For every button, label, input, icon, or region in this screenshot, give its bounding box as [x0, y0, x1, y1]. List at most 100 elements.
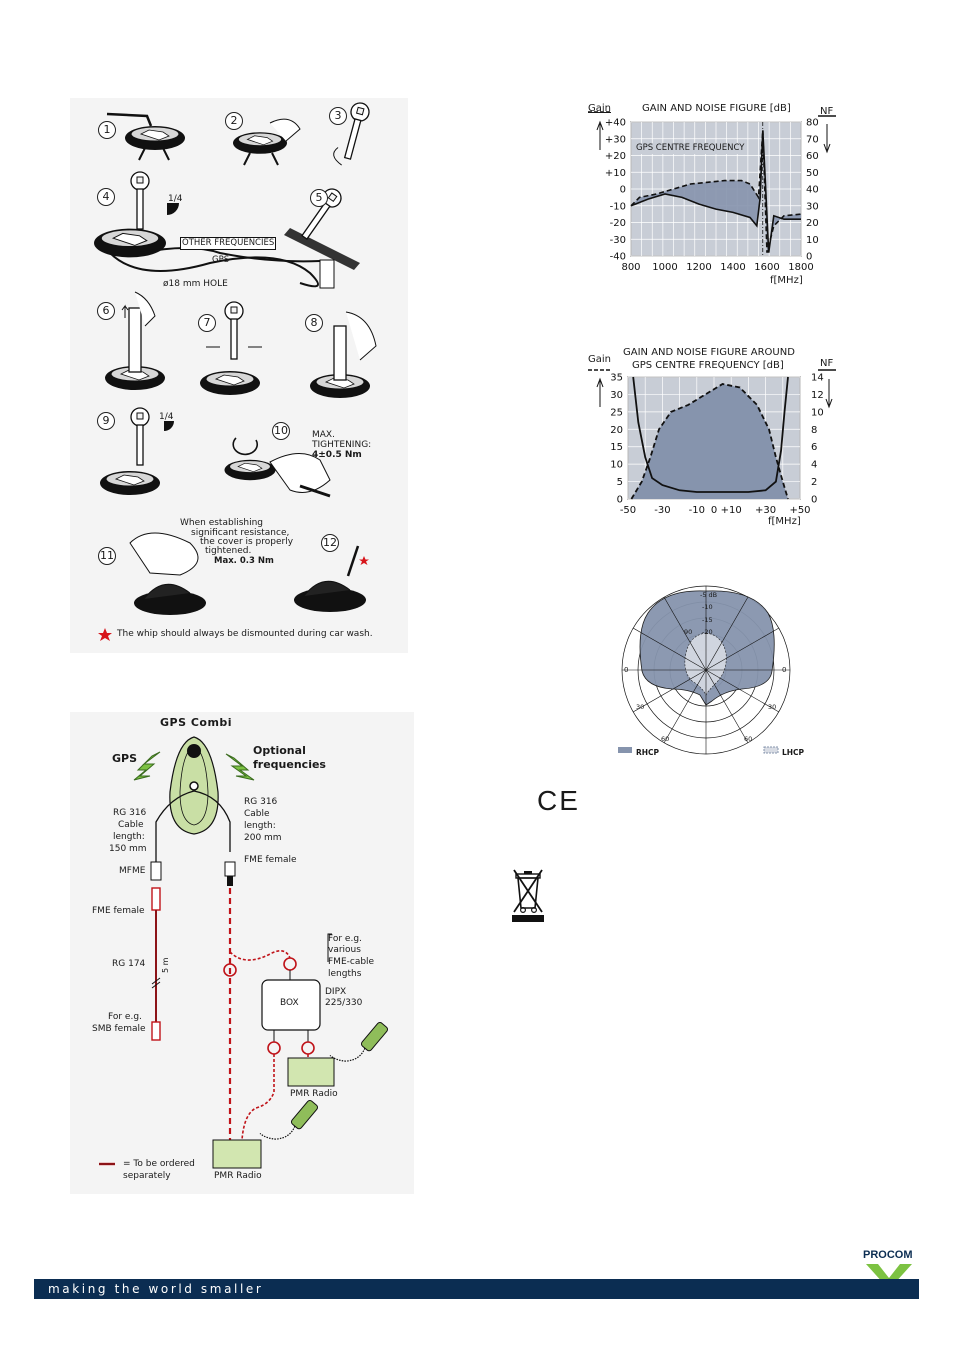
right-cable-label-3: length:: [244, 821, 276, 831]
max-tightening-line-2: TIGHTENING:: [312, 440, 372, 450]
chart1-band-fill: [631, 130, 801, 253]
chart2-x-tick: 0: [711, 505, 717, 516]
chart1-y-left-tick: -20: [610, 218, 626, 229]
chart1-y-right-tick: 0: [806, 252, 812, 263]
chart2-up-arrow-icon: [596, 377, 604, 407]
quarter-turn-label-b: 1/4: [159, 412, 174, 422]
chart2-series-gain: [630, 383, 789, 500]
installation-drawings: [93, 100, 377, 641]
chart2-y-right-tick: 0: [811, 495, 817, 506]
polar-angle-right: 0: [782, 666, 787, 674]
left-cable-label-3: length:: [113, 832, 145, 842]
polar-ring-15: -15: [702, 616, 713, 624]
chart2-x-tick: -10: [689, 505, 705, 516]
chart1-series-gain: [630, 130, 801, 253]
chart1-y-right-tick: 30: [806, 201, 819, 212]
dipx-label-2: 225/330: [325, 998, 363, 1008]
chart1-nf-label: NF: [820, 106, 834, 117]
smb-label-2: SMB female: [92, 1024, 146, 1034]
step-1-drawing: [106, 112, 186, 161]
chart2-y-left-tick: 25: [610, 407, 623, 418]
legend-rhcp: RHCP: [636, 748, 660, 757]
step-4-drawing: [93, 171, 321, 288]
chart2-gain-fill: [631, 384, 788, 499]
fme-female-right-label: FME female: [244, 855, 297, 865]
resistance-note-3: the cover is properly: [200, 537, 294, 547]
step-11-drawing: [129, 532, 206, 615]
polar-ring-20: -20: [702, 628, 713, 636]
eg-label-4: lengths: [328, 969, 362, 979]
polar-angle-30-left: 30: [636, 703, 645, 711]
pmr-radio-label-a: PMR Radio: [290, 1089, 338, 1099]
fme-female-left-label: FME female: [92, 906, 145, 916]
legend-label-1: = To be ordered: [123, 1159, 195, 1169]
step-number-11: 11: [98, 547, 116, 565]
resistance-note-5: Max. 0.3 Nm: [214, 556, 274, 566]
chart1-y-left-tick: +20: [605, 151, 626, 162]
step-12-drawing: [294, 545, 366, 612]
resistance-note-1: When establishing: [180, 518, 263, 528]
chart2-x-tick: -50: [620, 505, 636, 516]
step-number-12: 12: [321, 534, 339, 552]
chart2-x-tick: -30: [654, 505, 670, 516]
chart2-title-2: GPS CENTRE FREQUENCY [dB]: [632, 360, 784, 371]
dipx-label-1: DIPX: [325, 987, 347, 997]
ce-mark: CE: [537, 785, 580, 816]
chart1-title: GAIN AND NOISE FIGURE [dB]: [642, 103, 791, 114]
chart1-x-tick: 1800: [788, 262, 813, 273]
polar-spokes: [622, 586, 790, 754]
resistance-note-2: significant resistance,: [191, 528, 290, 538]
five-m-label: 5 m: [161, 957, 170, 973]
polar-ring-5db: -5 dB: [700, 591, 718, 599]
chart1-y-left-tick: -10: [610, 201, 626, 212]
eg-label-3: FME-cable: [328, 957, 375, 967]
right-cable-label-1: RG 316: [244, 797, 278, 807]
chart2-gain-label: Gain: [588, 354, 611, 365]
step-number-3: 3: [329, 107, 347, 125]
procom-logo-text: PROCOM: [863, 1249, 913, 1261]
gps-output-label: GPS: [112, 752, 138, 765]
footer-slogan: making the world smaller: [48, 1282, 264, 1296]
chart1-y-right-tick: 20: [806, 218, 819, 229]
chart2-y-left-tick: 0: [617, 495, 623, 506]
chart2-series-nf: [632, 376, 789, 493]
right-cable-label-4: 200 mm: [244, 833, 282, 843]
step-number-7: 7: [198, 314, 216, 332]
chart1-xlabel: f[MHz]: [770, 275, 803, 286]
chart1-y-right-tick: 40: [806, 185, 819, 196]
step-number-4: 4: [97, 188, 115, 206]
step-number-5: 5: [310, 189, 328, 207]
legend-lhcp: LHCP: [782, 748, 805, 757]
left-cable-label-1: RG 316: [113, 808, 147, 818]
chart1-y-right-tick: 10: [806, 235, 819, 246]
step-9-drawing: [99, 407, 174, 496]
handset-icon-b: [259, 1100, 319, 1140]
step-3-drawing: [333, 100, 372, 166]
optional-arrow-icon: [225, 753, 255, 781]
chart2-y-right-tick: 12: [811, 390, 824, 401]
chart1-y-right-tick: 60: [806, 151, 819, 162]
chart2-down-arrow-icon: [825, 379, 833, 409]
step-number-9: 9: [97, 412, 115, 430]
chart1-y-left-tick: +30: [605, 134, 626, 145]
chart1-x-tick: 1000: [652, 262, 677, 273]
chart1-up-arrow-icon: [596, 120, 604, 150]
gps-cable-label: GPS: [212, 255, 230, 265]
step-10-drawing: [224, 437, 331, 498]
right-cable-label-2: Cable: [244, 809, 270, 819]
chart1-y-left-tick: -40: [610, 252, 626, 263]
step-number-6: 6: [97, 302, 115, 320]
connection-panel: [70, 712, 414, 1194]
eg-label-2: various: [328, 945, 361, 955]
chart1-x-tick: 1600: [754, 262, 779, 273]
legend-label-2: separately: [123, 1171, 171, 1181]
step-8-drawing: [309, 311, 377, 399]
step-number-10: 10: [272, 422, 290, 440]
chart1-y-right-tick: 80: [806, 118, 819, 129]
polar-ring-10: -10: [702, 603, 713, 611]
pmr-radio-label-b: PMR Radio: [214, 1171, 262, 1181]
gps-combi-title: GPS Combi: [160, 716, 233, 729]
eg-label-1: For e.g.: [328, 934, 362, 944]
chart2-y-left-tick: 35: [610, 373, 623, 384]
